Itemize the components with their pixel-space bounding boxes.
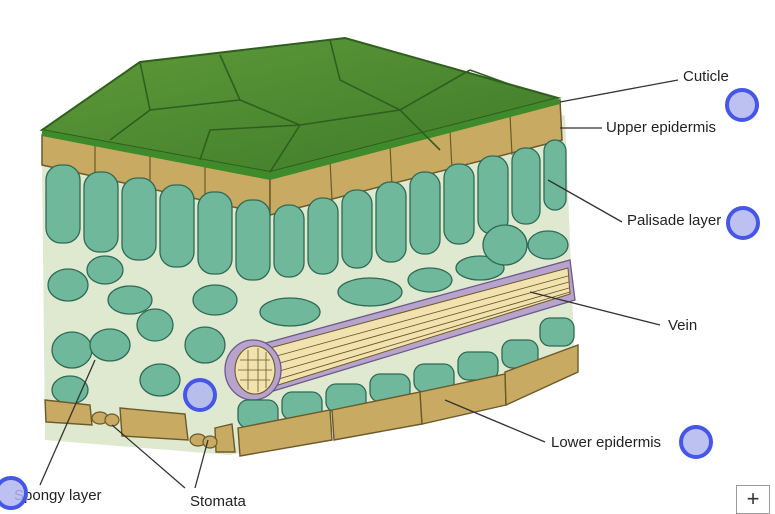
- label-stomata: Stomata: [190, 493, 246, 510]
- label-palisade-layer: Palisade layer: [627, 212, 722, 229]
- label-cuticle: Cuticle: [683, 68, 729, 85]
- label-vein: Vein: [668, 317, 698, 334]
- vein-bundle: [224, 259, 576, 401]
- palisade-cells: [45, 139, 567, 281]
- label-spongy-layer: Spongy layer: [14, 487, 102, 504]
- hotspot-upper-epidermis[interactable]: [725, 88, 759, 122]
- label-lower-epidermis: Lower epidermis: [551, 434, 662, 451]
- hotspot-lower-epidermis[interactable]: [679, 425, 713, 459]
- hotspot-spongy-layer[interactable]: [0, 476, 28, 510]
- leader-lines: [39, 79, 679, 489]
- label-upper-epidermis: Upper epidermis: [606, 119, 717, 136]
- cuticle-surface: [39, 36, 562, 180]
- zoom-in-button[interactable]: +: [736, 485, 770, 514]
- spongy-cells: [47, 224, 569, 405]
- hotspot-palisade-layer[interactable]: [726, 206, 760, 240]
- lower-epidermis: [44, 343, 579, 457]
- hotspot-spongy-cell[interactable]: [183, 378, 217, 412]
